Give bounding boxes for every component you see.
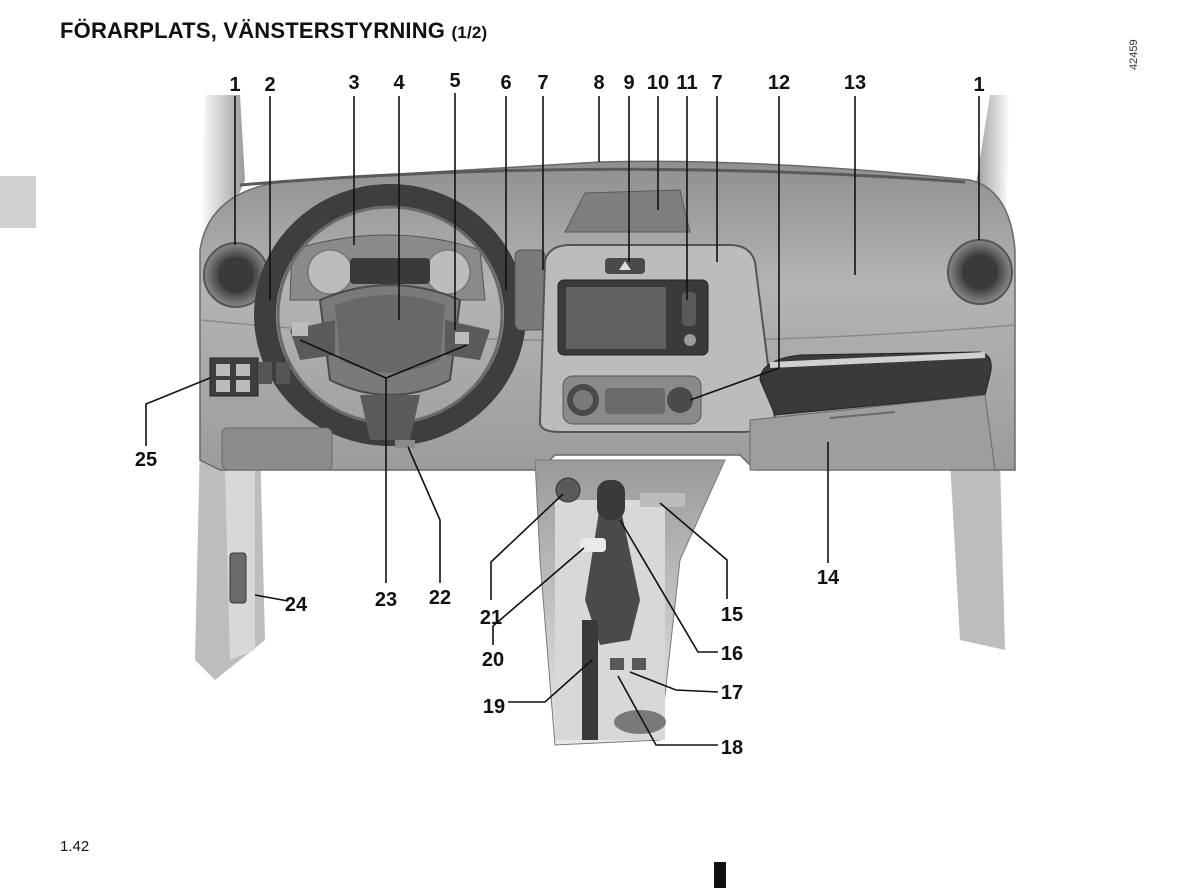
door-release-handle bbox=[229, 552, 247, 604]
callout-17: 17 bbox=[721, 682, 743, 704]
callout-18: 18 bbox=[721, 737, 743, 759]
gear-knob bbox=[597, 480, 625, 520]
page-number: 1.42 bbox=[60, 838, 90, 855]
callout-4: 4 bbox=[393, 72, 405, 94]
callout-2: 2 bbox=[264, 74, 275, 96]
figure-reference-number: 42459 bbox=[1128, 39, 1140, 70]
callout-20: 20 bbox=[482, 649, 504, 671]
page-title-suffix: (1/2) bbox=[451, 23, 488, 42]
callout-19: 19 bbox=[483, 696, 505, 718]
page-title-text: FÖRARPLATS, VÄNSTERSTYRNING bbox=[60, 18, 446, 43]
chapter-tab bbox=[0, 176, 36, 228]
callout-6: 6 bbox=[500, 72, 511, 94]
lower-left-cubby bbox=[221, 427, 333, 471]
print-crop-mark bbox=[714, 862, 726, 888]
callout-13: 13 bbox=[844, 72, 866, 94]
console-switch-right bbox=[632, 658, 646, 670]
parking-brake-lever bbox=[582, 620, 598, 740]
callout-14: 14 bbox=[817, 567, 840, 589]
callout-8: 8 bbox=[593, 72, 604, 94]
callout-11: 11 bbox=[676, 72, 697, 94]
leader-lines bbox=[145, 93, 980, 746]
display-recess bbox=[564, 189, 691, 233]
callout-1-left: 1 bbox=[229, 74, 240, 96]
glovebox-door bbox=[749, 394, 996, 471]
center-left-vent bbox=[514, 249, 546, 331]
dashboard-top-edge bbox=[239, 167, 966, 187]
climate-knob bbox=[667, 387, 693, 413]
callout-10: 10 bbox=[647, 72, 669, 94]
callout-7-right: 7 bbox=[711, 72, 722, 94]
hazard-warning-icon bbox=[619, 261, 631, 270]
glovebox-trim bbox=[759, 351, 992, 416]
callout-16: 16 bbox=[721, 643, 743, 665]
callout-15: 15 bbox=[721, 604, 743, 626]
left-a-pillar bbox=[200, 95, 245, 250]
callout-12: 12 bbox=[768, 72, 790, 94]
page-title: FÖRARPLATS, VÄNSTERSTYRNING (1/2) bbox=[60, 18, 487, 44]
callout-24: 24 bbox=[285, 594, 308, 616]
callout-25: 25 bbox=[135, 449, 157, 471]
right-door-side bbox=[950, 460, 1005, 650]
touchscreen bbox=[566, 287, 666, 349]
callout-21: 21 bbox=[480, 607, 502, 629]
cup-holder bbox=[614, 710, 666, 734]
callout-3: 3 bbox=[348, 72, 359, 94]
callout-5: 5 bbox=[449, 70, 460, 92]
callout-23: 23 bbox=[375, 589, 397, 611]
console-button bbox=[555, 477, 581, 503]
callout-1-right: 1 bbox=[973, 74, 984, 96]
callout-labels: 1 2 3 4 5 6 7 8 9 10 11 7 12 13 1 25 23 … bbox=[135, 70, 985, 759]
callout-22: 22 bbox=[429, 587, 451, 609]
console-switch-left bbox=[610, 658, 624, 670]
callout-9: 9 bbox=[623, 72, 634, 94]
callout-7-left: 7 bbox=[537, 72, 548, 94]
